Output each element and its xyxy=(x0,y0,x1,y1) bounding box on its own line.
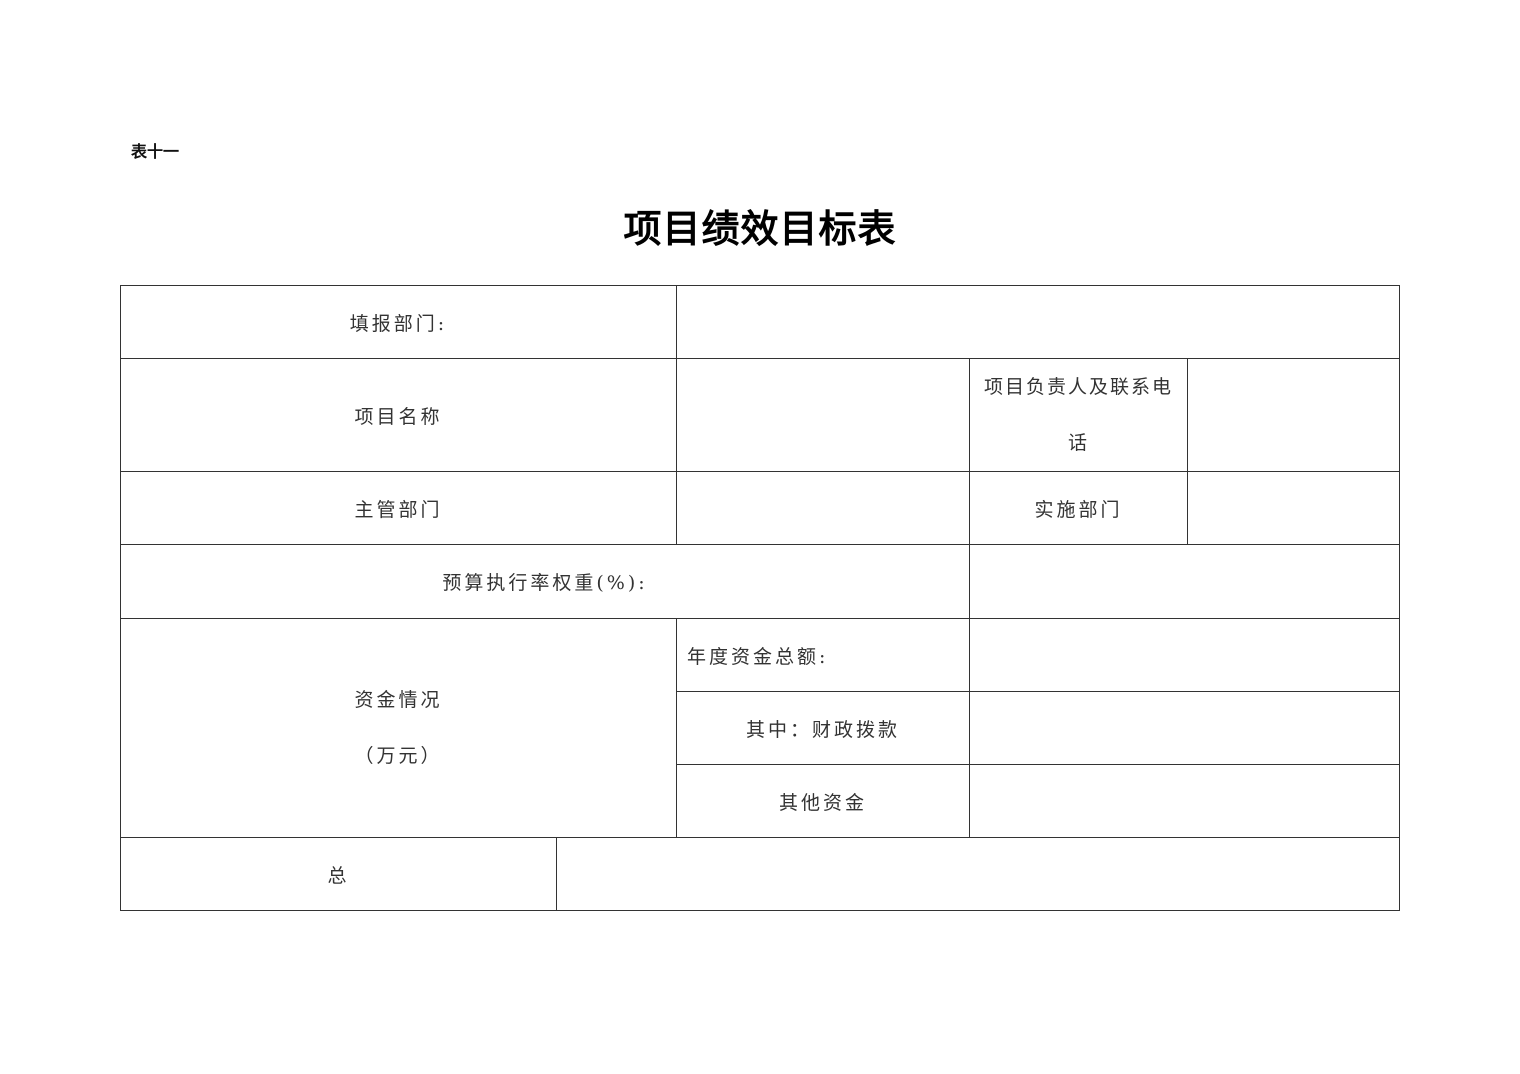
project-name-label: 项目名称 xyxy=(354,405,443,428)
total-label: 总 xyxy=(327,864,350,887)
implementing-department-value-cell[interactable] xyxy=(1187,471,1400,545)
competent-department-label: 主管部门 xyxy=(354,498,443,521)
project-leader-phone-value-cell[interactable] xyxy=(1187,358,1400,472)
implementing-department-label: 实施部门 xyxy=(1034,498,1123,521)
implementing-department-label-cell: 实施部门 xyxy=(969,471,1188,545)
fiscal-appropriation-label-cell: 其中：财政拨款 xyxy=(676,691,970,765)
filling-department-label: 填报部门: xyxy=(349,312,448,335)
budget-execution-weight-label-cell: 预算执行率权重(%): xyxy=(120,544,970,619)
filling-department-value-cell[interactable] xyxy=(676,285,1400,359)
total-value-cell[interactable] xyxy=(556,837,1400,911)
annual-total-label: 年度资金总额: xyxy=(687,645,829,668)
annual-total-value-cell[interactable] xyxy=(969,618,1400,692)
budget-execution-weight-value-cell[interactable] xyxy=(969,544,1400,619)
budget-execution-weight-label: 预算执行率权重(%): xyxy=(442,572,648,594)
project-leader-phone-label-cell: 项目负责人及联系电 话 xyxy=(969,358,1188,472)
other-funds-label: 其他资金 xyxy=(778,791,867,814)
total-label-cell: 总 xyxy=(120,837,557,911)
annual-total-label-cell: 年度资金总额: xyxy=(676,618,970,692)
performance-goal-table: 填报部门: 项目名称 项目负责人及联系电 话 主管部门 实施部门 预算执行率权重… xyxy=(120,285,1400,911)
competent-department-value-cell[interactable] xyxy=(676,471,970,545)
filling-department-label-cell: 填报部门: xyxy=(120,285,677,359)
other-funds-label-cell: 其他资金 xyxy=(676,764,970,838)
fiscal-appropriation-value-cell[interactable] xyxy=(969,691,1400,765)
project-leader-phone-label-line2: 话 xyxy=(1067,432,1089,454)
table-number-label: 表十一 xyxy=(131,142,180,161)
other-funds-value-cell[interactable] xyxy=(969,764,1400,838)
project-leader-phone-label-line1: 项目负责人及联系电 xyxy=(983,376,1173,398)
funding-label-line1: 资金情况 xyxy=(354,689,443,711)
funding-label-line2: （万元） xyxy=(354,745,443,767)
project-name-value-cell[interactable] xyxy=(676,358,970,472)
competent-department-label-cell: 主管部门 xyxy=(120,471,677,545)
project-name-label-cell: 项目名称 xyxy=(120,358,677,472)
page-title: 项目绩效目标表 xyxy=(623,206,897,251)
fiscal-appropriation-label: 其中：财政拨款 xyxy=(745,718,900,741)
funding-label-cell: 资金情况 （万元） xyxy=(120,618,677,838)
